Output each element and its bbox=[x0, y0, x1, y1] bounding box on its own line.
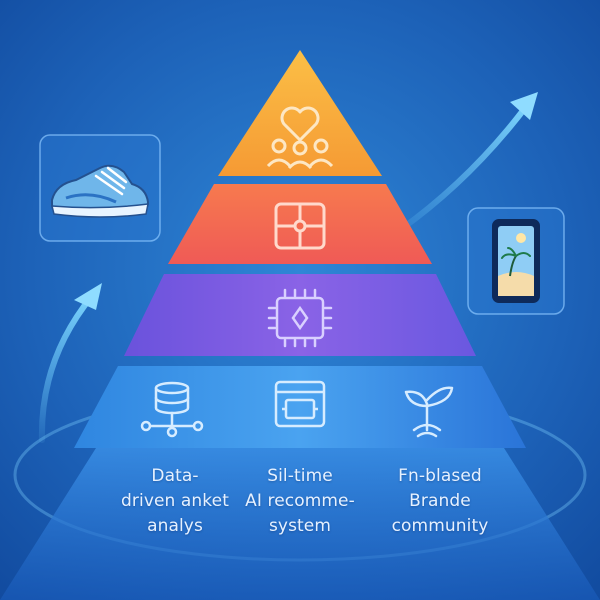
heart-community-icon bbox=[266, 106, 334, 170]
left-arrow-head bbox=[74, 283, 102, 310]
caption-line: Fn-blased bbox=[398, 466, 482, 486]
caption-line: system bbox=[268, 516, 332, 536]
pyramid-tier-third bbox=[124, 274, 476, 356]
pillar-caption-data: Data- driven anket analys bbox=[90, 464, 260, 539]
left-growth-arrow bbox=[38, 293, 95, 443]
sneaker-card bbox=[39, 134, 161, 242]
caption-line: AI recomme- bbox=[245, 491, 355, 511]
caption-line: analys bbox=[147, 516, 203, 536]
caption-line: community bbox=[391, 516, 489, 536]
pyramid-tier-base bbox=[74, 366, 526, 448]
puzzle-icon bbox=[274, 202, 326, 250]
caption-line: Data- bbox=[151, 466, 199, 486]
right-arrow-head bbox=[510, 92, 538, 120]
caption-line: driven anket bbox=[121, 491, 229, 511]
right-growth-arrow bbox=[397, 105, 528, 233]
database-network-icon bbox=[140, 381, 204, 438]
pillar-caption-ai: Sil-time AI recomme- system bbox=[215, 464, 385, 539]
pillar-caption-community: Fn-blased Brande community bbox=[355, 464, 525, 539]
caption-line: Brande bbox=[409, 491, 471, 511]
pyramid-lower-body bbox=[0, 448, 600, 600]
phone-beach-icon bbox=[492, 219, 540, 303]
sneaker-icon bbox=[51, 164, 150, 218]
ai-chip-icon bbox=[267, 288, 333, 348]
caption-line: Sil-time bbox=[267, 466, 333, 486]
server-panel-icon bbox=[274, 380, 326, 428]
sprout-icon bbox=[404, 386, 454, 438]
phone-card bbox=[467, 207, 565, 315]
